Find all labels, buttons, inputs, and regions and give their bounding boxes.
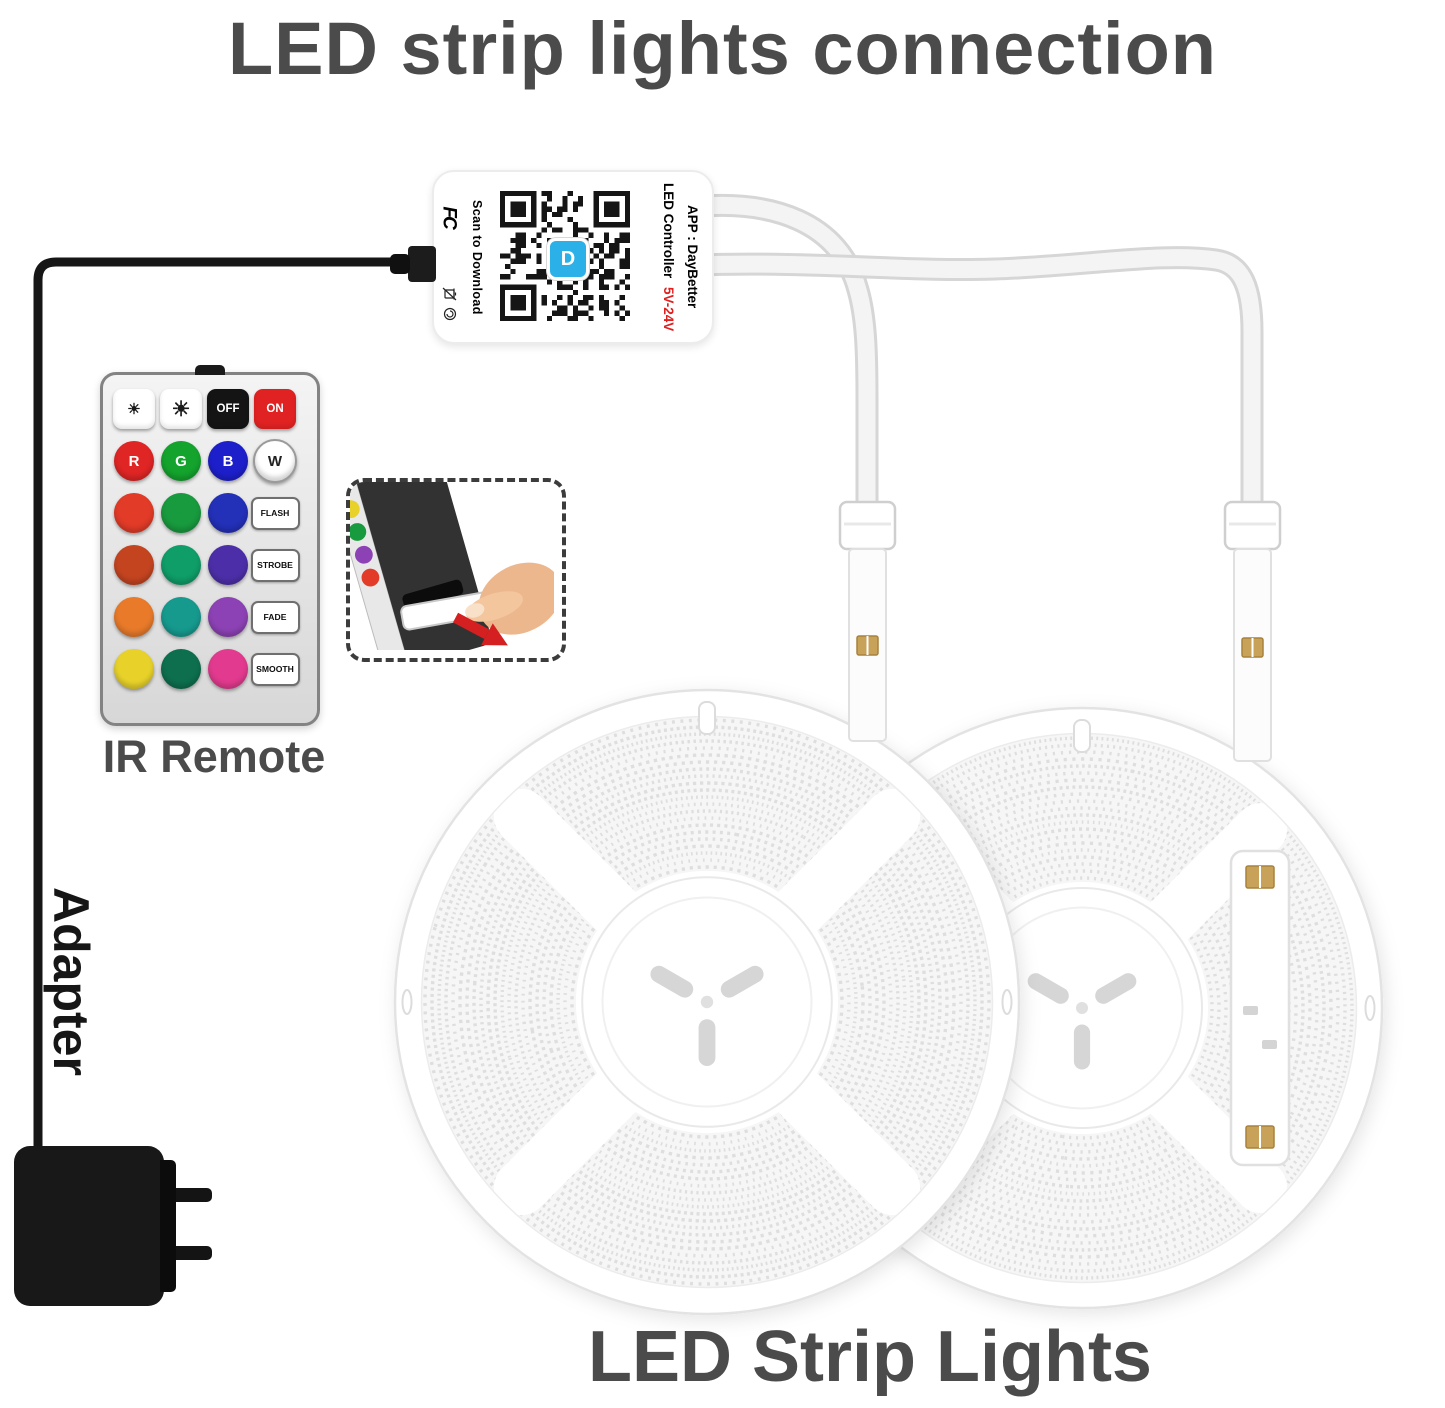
app-logo: D [547, 238, 589, 280]
color-button [114, 493, 154, 533]
led-controller: D FC Scan to Download LED Controller5V-2… [390, 170, 714, 344]
connector-cables [680, 193, 1264, 524]
controller-app-label: APP : DayBetter [685, 205, 700, 309]
ir-remote-label: IR Remote [102, 731, 326, 782]
fcc-mark: FC [438, 206, 460, 228]
color-button [161, 649, 201, 689]
voltage-label: 5V-24V [661, 286, 676, 332]
strobe-button: STROBE [250, 548, 300, 582]
battery-tab-inset [346, 478, 566, 662]
color-button [161, 597, 201, 637]
off-button: OFF [207, 389, 249, 429]
brightness-up-button: ☀ [160, 389, 202, 429]
adapter-plug-face [160, 1160, 176, 1292]
color-button [114, 545, 154, 585]
power-cable [33, 257, 397, 1163]
color-button [208, 649, 248, 689]
ir-remote: ☀ ☀ OFF ON R G B W FLASH STROBE FADE SMO… [100, 365, 320, 726]
scan-to-download-label: Scan to Download [470, 199, 484, 315]
hand [465, 562, 562, 635]
plug-prong [176, 1246, 212, 1260]
dc-jack [408, 246, 436, 282]
compliance-icons [442, 287, 457, 321]
color-button [114, 597, 154, 637]
smooth-button: SMOOTH [250, 652, 300, 686]
fade-button: FADE [250, 600, 300, 634]
strip-connectors [838, 500, 1282, 762]
color-button [161, 493, 201, 533]
remote-button-grid: ☀ ☀ OFF ON R G B W FLASH STROBE FADE SMO… [103, 375, 317, 703]
led-reel-left [393, 688, 1021, 1316]
plug-prong [176, 1188, 212, 1202]
controller-name-label: LED Controller5V-24V [661, 182, 676, 332]
red-button: R [114, 441, 154, 481]
color-button [208, 545, 248, 585]
color-button [114, 649, 154, 689]
sun-dim-icon: ☀ [127, 401, 141, 418]
color-button [208, 493, 248, 533]
flash-button: FLASH [250, 496, 300, 530]
sun-bright-icon: ☀ [171, 397, 191, 421]
strip-outer-end [1229, 849, 1291, 1167]
color-button [161, 545, 201, 585]
app-logo-letter: D [560, 247, 576, 270]
pull-arrow-icon [452, 612, 508, 646]
on-button: ON [254, 389, 296, 429]
blue-button: B [208, 441, 248, 481]
green-button: G [161, 441, 201, 481]
led-strip-lights-label: LED Strip Lights [588, 1317, 1152, 1397]
ir-emitter-icon [195, 365, 225, 375]
page-title: LED strip lights connection [227, 7, 1218, 90]
power-adapter [14, 1146, 164, 1306]
dc-plug [390, 254, 410, 274]
color-button [208, 597, 248, 637]
adapter-label: Adapter [43, 886, 99, 1076]
white-button: W [253, 439, 297, 483]
brightness-down-button: ☀ [113, 389, 155, 429]
